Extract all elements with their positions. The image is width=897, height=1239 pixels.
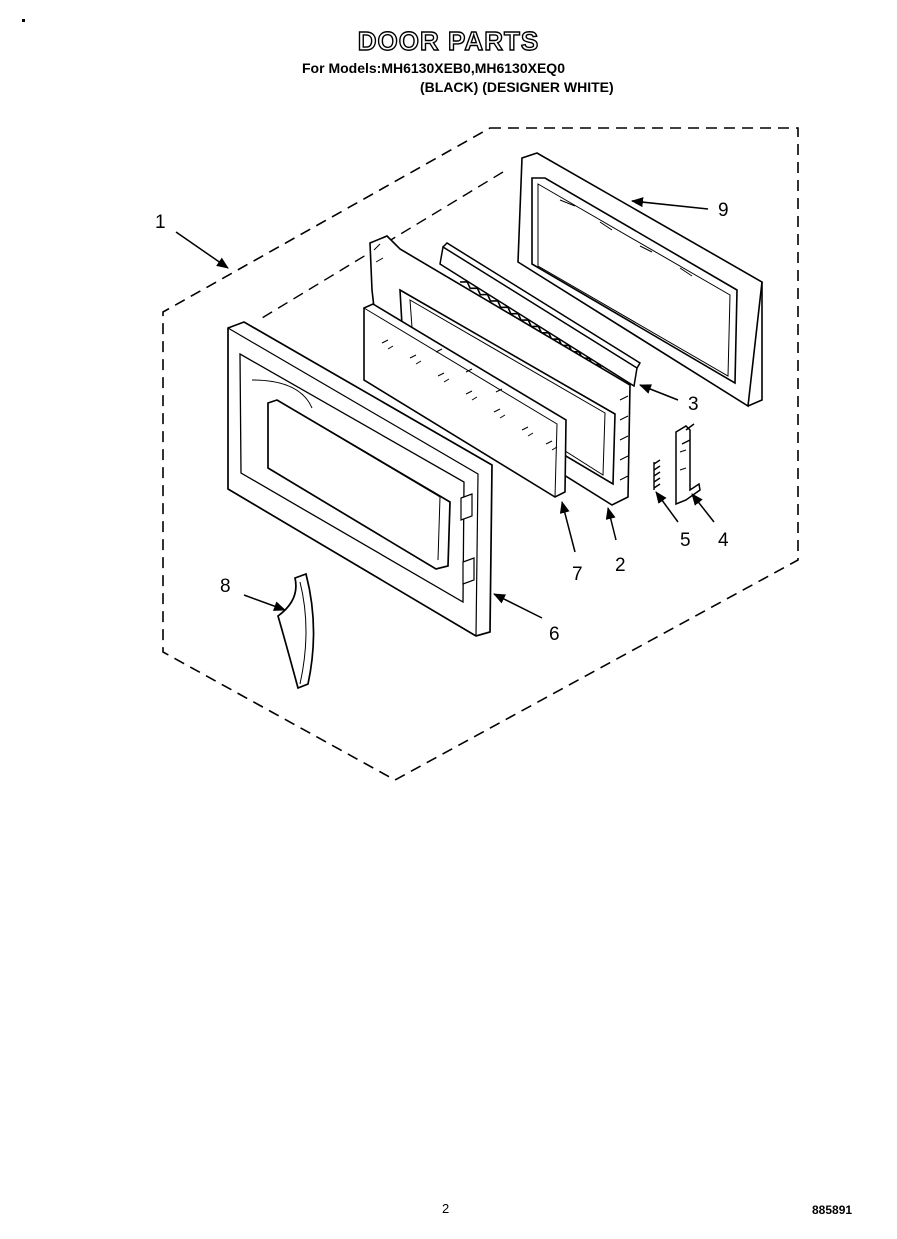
leader-8 <box>243 594 286 611</box>
part-7-glass <box>363 303 567 498</box>
part-9-frame <box>517 152 763 408</box>
leader-1 <box>175 231 229 269</box>
leader-3 <box>639 384 679 401</box>
leader-9 <box>631 197 709 210</box>
callout-7: 7 <box>572 564 583 585</box>
callout-2: 2 <box>615 555 626 576</box>
colors-line: (BLACK) (DESIGNER WHITE) <box>420 79 614 95</box>
part-8-handle <box>277 572 315 690</box>
callout-9: 9 <box>718 200 729 221</box>
assembly-boundary <box>162 127 799 781</box>
leader-arrows <box>175 197 715 619</box>
leader-6 <box>493 593 543 619</box>
callout-labels: 1 9 3 5 4 7 2 6 8 <box>155 200 729 645</box>
leader-5 <box>655 491 679 523</box>
leader-4 <box>691 493 715 523</box>
part-6-outer-door <box>227 321 493 637</box>
document-code: 885891 <box>812 1203 853 1217</box>
callout-1: 1 <box>155 212 166 233</box>
leader-2 <box>605 507 617 541</box>
corner-mark <box>22 19 25 22</box>
leader-7 <box>559 501 576 553</box>
callout-8: 8 <box>220 576 231 597</box>
part-5-spring <box>653 459 661 490</box>
callout-3: 3 <box>688 394 699 415</box>
callout-4: 4 <box>718 530 729 551</box>
page-title: DOOR PARTS <box>357 25 540 56</box>
callout-6: 6 <box>549 624 560 645</box>
callout-5: 5 <box>680 530 691 551</box>
part-4-latch <box>675 423 701 506</box>
page-number: 2 <box>442 1201 450 1216</box>
models-line: For Models:MH6130XEB0,MH6130XEQ0 <box>302 60 565 76</box>
